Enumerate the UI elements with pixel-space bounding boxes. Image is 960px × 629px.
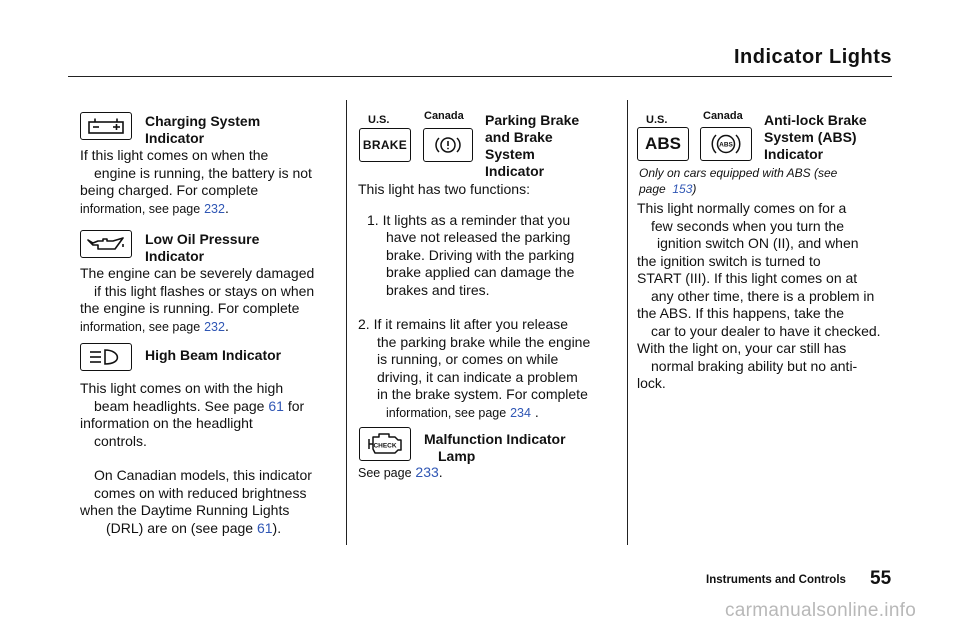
abs-body-line: normal braking ability but no anti- xyxy=(651,357,858,374)
high-beam-heading: High Beam Indicator xyxy=(145,347,282,363)
abs-body-line: few seconds when you turn the xyxy=(651,217,845,234)
abs-body-line: car to your dealer to have it checked. xyxy=(651,322,881,339)
abs-icon: ABS xyxy=(637,127,689,161)
canada-label: Canada xyxy=(424,110,464,122)
malfunction-see-text: See page xyxy=(358,466,412,480)
charging-body-line: being charged. For complete xyxy=(80,182,259,198)
malfunction-heading-line2: Lamp xyxy=(438,448,476,464)
section-title: Instruments and Controls xyxy=(706,574,846,586)
abs-circle-icon: ABS xyxy=(700,127,752,161)
list-item: 1. It lights as a reminder that you have… xyxy=(367,211,575,298)
abs-body-line: lock. xyxy=(637,375,666,391)
drl-body-line: comes on with reduced brightness xyxy=(94,484,307,501)
us-label: U.S. xyxy=(646,114,668,126)
abs-icon-text: ABS xyxy=(645,134,681,153)
charging-heading-line1: Charging System xyxy=(145,113,261,129)
check-engine-text: CHECK xyxy=(373,443,396,450)
high-beam-body-line: beam headlights. See page xyxy=(94,397,265,414)
charging-heading-line2: Indicator xyxy=(145,130,205,146)
abs-body-line: This light normally comes on for a xyxy=(637,200,847,216)
abs-body-line: the ignition switch is turned to xyxy=(637,252,821,269)
parking-heading-line1: Parking Brake xyxy=(485,112,580,128)
top-divider xyxy=(68,76,892,77)
check-engine-icon: CHECK xyxy=(359,427,411,461)
watermark-text: carmanualsonline.info xyxy=(725,600,917,621)
oil-can-icon xyxy=(80,230,132,258)
brake-circle-icon xyxy=(423,128,473,162)
oil-page-link[interactable]: 232 xyxy=(204,319,225,334)
parking-intro: This light has two functions: xyxy=(358,181,530,197)
abs-body-line: With the light on, your car still has xyxy=(637,340,847,356)
drl-body-line: ). xyxy=(272,519,282,536)
high-beam-page-link[interactable]: 61 xyxy=(268,397,284,414)
oil-heading-line1: Low Oil Pressure xyxy=(145,231,260,247)
abs-note-line2: page xyxy=(639,182,666,196)
abs-body-line: START (III). If this light comes on at xyxy=(637,270,858,286)
parking-heading-line4: Indicator xyxy=(485,163,545,179)
high-beam-body-line: for xyxy=(287,397,305,414)
parking-heading-line2: and Brake xyxy=(485,129,553,145)
abs-page-link[interactable]: 153 xyxy=(672,182,693,196)
malfunction-page-link[interactable]: 233 xyxy=(415,464,439,480)
list-item: 2. If it remains lit after you release t… xyxy=(358,316,591,420)
charging-body-line: engine is running, the battery is not xyxy=(94,164,312,181)
brake-icon: BRAKE xyxy=(359,128,411,162)
high-beam-body-line: controls. xyxy=(94,432,147,449)
malfunction-heading-line1: Malfunction Indicator xyxy=(424,431,566,447)
oil-body-line: information, see page xyxy=(80,319,201,334)
abs-body-line: any other time, there is a problem in xyxy=(651,287,875,304)
high-beam-icon xyxy=(80,343,132,371)
brake-icon-text: BRAKE xyxy=(362,138,408,152)
abs-heading-line1: Anti-lock Brake xyxy=(764,112,867,128)
charging-body-line: information, see page xyxy=(80,201,201,216)
page-number: 55 xyxy=(870,568,892,589)
canada-label: Canada xyxy=(703,110,743,122)
oil-heading-line2: Indicator xyxy=(145,248,205,264)
oil-body-line: The engine can be severely damaged xyxy=(80,265,315,281)
oil-body-line: if this light flashes or stays on when xyxy=(94,282,315,299)
oil-body-line: the engine is running. For complete xyxy=(80,300,300,316)
battery-icon xyxy=(80,112,132,140)
charging-page-link[interactable]: 232 xyxy=(204,201,225,216)
abs-body-line: the ABS. If this happens, take the xyxy=(637,305,845,321)
charging-body-line: If this light comes on when the xyxy=(80,147,269,163)
abs-heading-line2: System (ABS) xyxy=(764,129,857,145)
drl-body-line: when the Daytime Running Lights xyxy=(80,502,290,518)
column-divider-1 xyxy=(346,100,347,545)
drl-body-line: (DRL) are on (see page xyxy=(106,519,254,536)
abs-heading-line3: Indicator xyxy=(764,146,824,162)
parking-page-link[interactable]: 234 xyxy=(510,405,531,420)
abs-body-line: ignition switch ON (II), and when xyxy=(657,235,859,251)
abs-circle-text: ABS xyxy=(719,142,733,149)
abs-note-line1: Only on cars equipped with ABS (see xyxy=(639,166,838,180)
page-title: Indicator Lights xyxy=(734,46,892,68)
column-divider-2 xyxy=(627,100,628,545)
parking-heading-line3: System xyxy=(485,146,535,162)
high-beam-body-line: This light comes on with the high xyxy=(80,380,284,396)
parking-functions-list: 1. It lights as a reminder that you have… xyxy=(358,212,624,423)
drl-body-line: On Canadian models, this indicator xyxy=(94,467,312,483)
high-beam-body-line: information on the headlight xyxy=(80,415,253,431)
drl-page-link[interactable]: 61 xyxy=(256,519,273,536)
us-label: U.S. xyxy=(368,114,390,126)
